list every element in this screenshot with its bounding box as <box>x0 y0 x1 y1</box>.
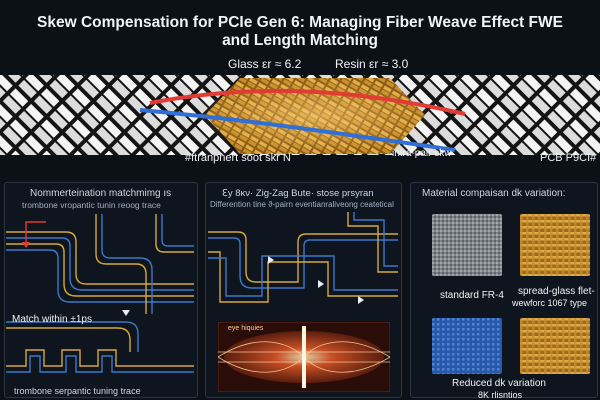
trace-blue <box>139 108 456 152</box>
label-spread-glass: spread-glass flet- <box>518 286 595 297</box>
title-line-2: and Length Matching <box>222 32 378 49</box>
resin-label: Resin εr ≈ 3.0 <box>335 57 409 71</box>
spread-glass-swatch <box>520 214 590 276</box>
panel-left-subtitle: trombone vropantic tunin reoog trace <box>22 200 161 210</box>
eye-diagram <box>218 322 390 392</box>
glass-label: Glass εr ≈ 6.2 <box>228 57 302 71</box>
left-caption: #ftranpnert soot skr N <box>185 152 291 164</box>
caption-8k: 8K rlisntios <box>478 390 523 400</box>
panel-right-title: Material compaisan dk variation: <box>422 188 566 199</box>
caption-reduced-dk: Reduced dk variation <box>452 378 546 389</box>
match-note: Match within ±1ps <box>12 314 92 325</box>
panel-middle-subtitle: Differention tine ϑ-pairn eventianralive… <box>210 200 394 209</box>
panel-left-title: Nommerteination matchmimg ıs <box>30 188 172 199</box>
title-line-1: Skew Compensation for PCIe Gen 6: Managi… <box>37 14 563 31</box>
trace-red <box>149 88 466 116</box>
right-caption: PCB P9CI# <box>540 152 597 164</box>
fiber-weave-banner <box>0 75 600 175</box>
panel-middle-title: ℇy 8κν· Zig-Zag Bute· stose prsyran <box>222 188 374 199</box>
page-title: Skew Compensation for PCIe Gen 6: Managi… <box>0 14 600 50</box>
gold-swatch <box>520 318 590 374</box>
panel-left-caption: trombone serpantic tuning trace <box>14 386 141 396</box>
intra-pair-caption: intra-pair skw <box>392 148 452 159</box>
label-standard-fr4: standard FR-4 <box>440 290 504 301</box>
zigzag-traces <box>208 212 398 304</box>
blue-swatch <box>432 318 502 374</box>
label-spread-glass-type: wewforc 1067 type <box>512 298 588 308</box>
eye-label: eye hiquies <box>228 325 264 332</box>
serpentine-traces <box>6 214 194 373</box>
fr4-swatch <box>432 214 502 276</box>
